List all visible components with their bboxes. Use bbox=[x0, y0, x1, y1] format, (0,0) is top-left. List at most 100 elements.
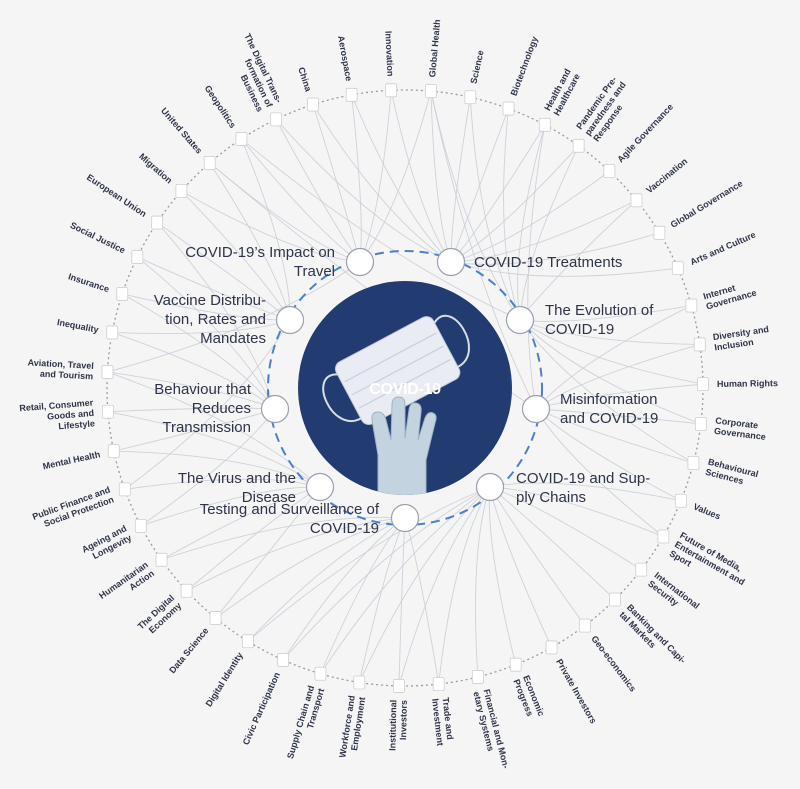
outer-topic-node[interactable] bbox=[277, 653, 289, 667]
inner-topic-node[interactable] bbox=[345, 247, 375, 277]
outer-topic-node[interactable] bbox=[353, 675, 366, 690]
outer-topic-data-science[interactable]: Data Science bbox=[167, 611, 222, 676]
outer-topic-migration[interactable]: Migration bbox=[137, 151, 188, 198]
outer-topic-node[interactable] bbox=[180, 583, 193, 598]
outer-topic-retail-consumer-goods-and-lifestyle[interactable]: Retail, ConsumerGoods andLifestyle bbox=[19, 397, 114, 434]
outer-topic-node[interactable] bbox=[425, 84, 437, 99]
outer-topic-united-states[interactable]: United States bbox=[159, 106, 216, 170]
outer-topic-node[interactable] bbox=[242, 634, 254, 649]
inner-topic-node[interactable] bbox=[475, 472, 505, 502]
outer-topic-node[interactable] bbox=[314, 666, 327, 681]
outer-topic-diversity-and-inclusion[interactable]: Diversity andInclusion bbox=[693, 324, 771, 353]
outer-topic-node[interactable] bbox=[102, 404, 114, 419]
outer-topic-node[interactable] bbox=[693, 337, 706, 352]
outer-topic-node[interactable] bbox=[131, 250, 144, 264]
outer-topic-biotechnology[interactable]: Biotechnology bbox=[502, 35, 540, 116]
outer-topic-civic-participation[interactable]: Civic Participation bbox=[241, 653, 289, 746]
outer-topic-pandemic-pre-paredness-and-response[interactable]: Pandemic Pre-paredness andResponse bbox=[572, 74, 636, 153]
outer-topic-node[interactable] bbox=[657, 529, 670, 544]
outer-topic-international-security[interactable]: InternationalSecurity bbox=[635, 562, 702, 619]
inner-topic-node[interactable] bbox=[275, 305, 305, 335]
outer-topic-node[interactable] bbox=[694, 416, 707, 431]
outer-topic-node[interactable] bbox=[609, 592, 621, 607]
outer-topic-global-health[interactable]: Global Health bbox=[425, 19, 442, 99]
outer-topic-workforce-and-employment[interactable]: Workforce andEmployment bbox=[337, 675, 367, 760]
outer-topic-node[interactable] bbox=[471, 670, 484, 684]
outer-topic-geopolitics[interactable]: Geopolitics bbox=[203, 84, 248, 146]
outer-topic-node[interactable] bbox=[572, 138, 585, 153]
outer-topic-node[interactable] bbox=[151, 215, 164, 230]
outer-topic-node[interactable] bbox=[697, 377, 709, 392]
inner-topic-node[interactable] bbox=[260, 394, 290, 424]
outer-topic-node[interactable] bbox=[685, 298, 698, 313]
outer-topic-financial-and-mon-etary-systems[interactable]: Financial and Mon-etary Systems bbox=[471, 670, 511, 772]
outer-topic-node[interactable] bbox=[118, 482, 131, 497]
outer-topic-node[interactable] bbox=[385, 83, 398, 98]
outer-topic-values[interactable]: Values bbox=[674, 493, 722, 521]
outer-topic-trade-and-investment[interactable]: Trade andInvestment bbox=[430, 677, 456, 747]
outer-topic-social-justice[interactable]: Social Justice bbox=[69, 220, 144, 264]
outer-topic-aerospace[interactable]: Aerospace bbox=[336, 35, 358, 102]
outer-topic-human-rights[interactable]: Human Rights bbox=[697, 377, 778, 392]
center-hub[interactable]: COVID-19 bbox=[298, 281, 512, 500]
outer-topic-node[interactable] bbox=[432, 677, 445, 691]
outer-topic-arts-and-culture[interactable]: Arts and Culture bbox=[671, 230, 757, 276]
outer-topic-node[interactable] bbox=[134, 518, 147, 533]
inner-topic-node[interactable] bbox=[505, 305, 535, 335]
outer-topic-european-union[interactable]: European Union bbox=[85, 172, 164, 230]
outer-topic-node[interactable] bbox=[603, 164, 616, 179]
outer-topic-node[interactable] bbox=[175, 184, 188, 198]
outer-topic-health-and-healthcare[interactable]: Health andHealthcare bbox=[538, 67, 582, 132]
outer-topic-private-investors[interactable]: Private Investors bbox=[545, 640, 599, 725]
outer-topic-digital-identity[interactable]: Digital Identity bbox=[204, 634, 254, 709]
inner-topic-covid-19-treatments[interactable]: COVID-19 Treatments bbox=[436, 247, 623, 277]
outer-topic-node[interactable] bbox=[464, 90, 477, 105]
outer-topic-node[interactable] bbox=[155, 552, 168, 567]
outer-topic-supply-chain-and-transport[interactable]: Supply Chain andTransport bbox=[285, 666, 327, 763]
outer-topic-inequality[interactable]: Inequality bbox=[56, 317, 119, 340]
outer-topic-node[interactable] bbox=[209, 611, 222, 625]
outer-topic-vaccination[interactable]: Vaccination bbox=[630, 156, 689, 208]
inner-topic-node[interactable] bbox=[305, 472, 335, 502]
outer-topic-node[interactable] bbox=[538, 117, 551, 132]
outer-topic-node[interactable] bbox=[653, 225, 666, 240]
inner-topic-node[interactable] bbox=[390, 503, 420, 533]
outer-topic-science[interactable]: Science bbox=[464, 49, 486, 105]
outer-topic-node[interactable] bbox=[235, 132, 248, 146]
outer-topic-node[interactable] bbox=[674, 493, 687, 508]
outer-topic-node[interactable] bbox=[101, 365, 114, 379]
outer-topic-ageing-and-longevity[interactable]: Ageing andLongevity bbox=[80, 518, 147, 564]
outer-topic-node[interactable] bbox=[106, 325, 119, 340]
outer-topic-mental-health[interactable]: Mental Health bbox=[42, 444, 120, 472]
outer-topic-corporate-governance[interactable]: CorporateGovernance bbox=[694, 415, 767, 442]
outer-topic-node[interactable] bbox=[635, 562, 648, 577]
outer-topic-node[interactable] bbox=[630, 193, 643, 208]
outer-topic-node[interactable] bbox=[687, 456, 700, 470]
outer-topic-node[interactable] bbox=[270, 112, 282, 127]
outer-topic-node[interactable] bbox=[345, 87, 358, 102]
outer-topic-node[interactable] bbox=[107, 444, 120, 459]
outer-topic-internet-governance[interactable]: InternetGovernance bbox=[685, 277, 758, 313]
outer-topic-public-finance-and-social-protection[interactable]: Public Finance andSocial Protection bbox=[31, 482, 131, 532]
outer-topic-humanitarian-action[interactable]: HumanitarianAction bbox=[97, 552, 168, 609]
outer-topic-node[interactable] bbox=[502, 101, 515, 116]
outer-topic-behavioural-sciences[interactable]: BehaviouralSciences bbox=[687, 456, 760, 489]
outer-topic-node[interactable] bbox=[545, 640, 558, 655]
outer-topic-node[interactable] bbox=[578, 618, 591, 633]
outer-topic-the-digital-economy[interactable]: The DigitalEconomy bbox=[136, 583, 193, 639]
outer-topic-insurance[interactable]: Insurance bbox=[67, 271, 129, 301]
outer-topic-geo-economics[interactable]: Geo-economics bbox=[578, 618, 638, 694]
inner-topic-node[interactable] bbox=[521, 394, 551, 424]
outer-topic-node[interactable] bbox=[393, 679, 405, 693]
outer-topic-node[interactable] bbox=[509, 657, 522, 672]
outer-topic-china[interactable]: China bbox=[296, 66, 319, 112]
outer-topic-global-governance[interactable]: Global Governance bbox=[653, 178, 745, 240]
outer-topic-aviation-travel-and-tourism[interactable]: Aviation, Traveland Tourism bbox=[27, 357, 114, 381]
